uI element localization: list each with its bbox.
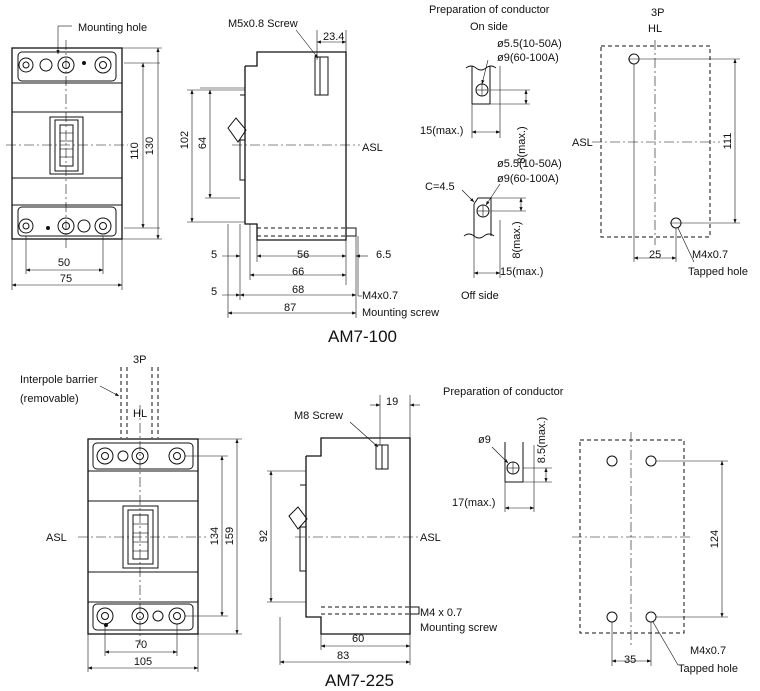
off-side-label: Off side (461, 290, 499, 302)
asl-225-side: ASL (420, 532, 441, 544)
mounting-hole-label: Mounting hole (78, 22, 147, 34)
am7-225-panel-cutout: 124 35 M4x0.7 Tapped hole (572, 432, 738, 675)
max-17: 17(max.) (452, 497, 495, 509)
tap-size-225: M4x0.7 (690, 645, 726, 657)
m4-screw-size: M4x0.7 (362, 290, 398, 302)
dim-35: 35 (624, 654, 636, 666)
am7-225-side-dimensions: M8 Screw 19 92 ASL 60 83 M4 x 0.7 Mounti… (258, 395, 497, 690)
dim-64: 64 (197, 137, 209, 149)
dim-6-5: 6.5 (376, 249, 391, 261)
hole-spec-a: ø5.5(10-50A) (497, 38, 562, 50)
dim-124: 124 (709, 530, 721, 548)
asl-label-side: ASL (362, 142, 383, 154)
conductor-title-225: Preparation of conductor (443, 386, 564, 398)
dim-50: 50 (58, 257, 70, 269)
max-8: 8(max.) (516, 126, 528, 163)
am7-100-side-view (227, 51, 360, 241)
am7-100-panel-cutout: 3P HL 111 ASL 25 M4x0.7 Tapped hole (572, 7, 748, 278)
dim-5b: 5 (211, 286, 217, 298)
dim-66: 66 (292, 266, 304, 278)
cutout-asl: ASL (572, 137, 593, 149)
dim-75: 75 (60, 273, 72, 285)
dim-70: 70 (135, 639, 147, 651)
mounting-screw-225: Mounting screw (420, 622, 497, 634)
on-side-label: On side (470, 21, 508, 33)
dim-56: 56 (297, 249, 309, 261)
m4-screw-size-225: M4 x 0.7 (420, 607, 462, 619)
am7-100-front-dimensions: Mounting hole 110 130 50 75 (11, 22, 162, 290)
max-15: 15(max.) (420, 125, 463, 137)
tap-size-100: M4x0.7 (692, 249, 728, 261)
dim-134: 134 (209, 527, 221, 545)
dim-19: 19 (386, 396, 398, 408)
hole-spec-b2: ø9(60-100A) (497, 173, 559, 185)
am7-225-front-dimensions: 134 159 70 105 (87, 438, 242, 672)
barrier-label-2: (removable) (20, 393, 79, 405)
dim-87: 87 (284, 302, 296, 314)
max-15b: 15(max.) (500, 266, 543, 278)
mounting-screw-label: Mounting screw (362, 307, 439, 319)
cutout-hl: HL (648, 23, 662, 35)
dim-5a: 5 (211, 249, 217, 261)
am7-100-conductor-prep: Preparation of conductor On side ø5.5(10… (420, 4, 562, 302)
hole-spec-a2: ø5.5(10-50A) (497, 158, 562, 170)
dim-25: 25 (649, 249, 661, 261)
poles-225: 3P (133, 354, 146, 366)
dim-130: 130 (144, 137, 156, 155)
chamfer-label: C=4.5 (425, 181, 455, 193)
am7-225-front-view: 3P Interpole barrier (removable) HL (20, 354, 206, 645)
am7-100-front-view (6, 40, 128, 250)
max-8b: 8(max.) (511, 221, 523, 258)
hole-9: ø9 (478, 434, 491, 446)
am7-225-title: AM7-225 (325, 671, 394, 690)
m5-screw-label: M5x0.8 Screw (228, 18, 298, 30)
am7-225-conductor-prep: Preparation of conductor ø9 8.5(max.) 17… (443, 386, 564, 512)
hole-spec-b: ø9(60-100A) (497, 52, 559, 64)
dim-23-4: 23.4 (323, 31, 344, 43)
dim-60: 60 (352, 633, 364, 645)
barrier-label-1: Interpole barrier (20, 374, 98, 386)
m8-screw-label: M8 Screw (294, 410, 343, 422)
dim-111: 111 (722, 133, 734, 150)
dim-102: 102 (179, 131, 191, 149)
dim-110: 110 (129, 142, 141, 160)
am7-100-title: AM7-100 (328, 327, 397, 346)
dim-159: 159 (224, 527, 236, 545)
asl-225: ASL (46, 532, 67, 544)
conductor-title-100: Preparation of conductor (429, 4, 550, 16)
dim-92: 92 (258, 530, 270, 542)
cutout-3p: 3P (651, 7, 664, 19)
am7-225-side-view (288, 437, 420, 635)
tapped-hole-225: Tapped hole (678, 663, 738, 675)
am7-100-side-dimensions: M5x0.8 Screw 23.4 102 64 ASL 5 56 6.5 66… (179, 18, 439, 346)
max-8-5: 8.5(max.) (536, 417, 548, 463)
dim-68: 68 (292, 284, 304, 296)
dim-83: 83 (337, 650, 349, 662)
tapped-hole-100: Tapped hole (688, 266, 748, 278)
dim-105: 105 (134, 656, 152, 668)
